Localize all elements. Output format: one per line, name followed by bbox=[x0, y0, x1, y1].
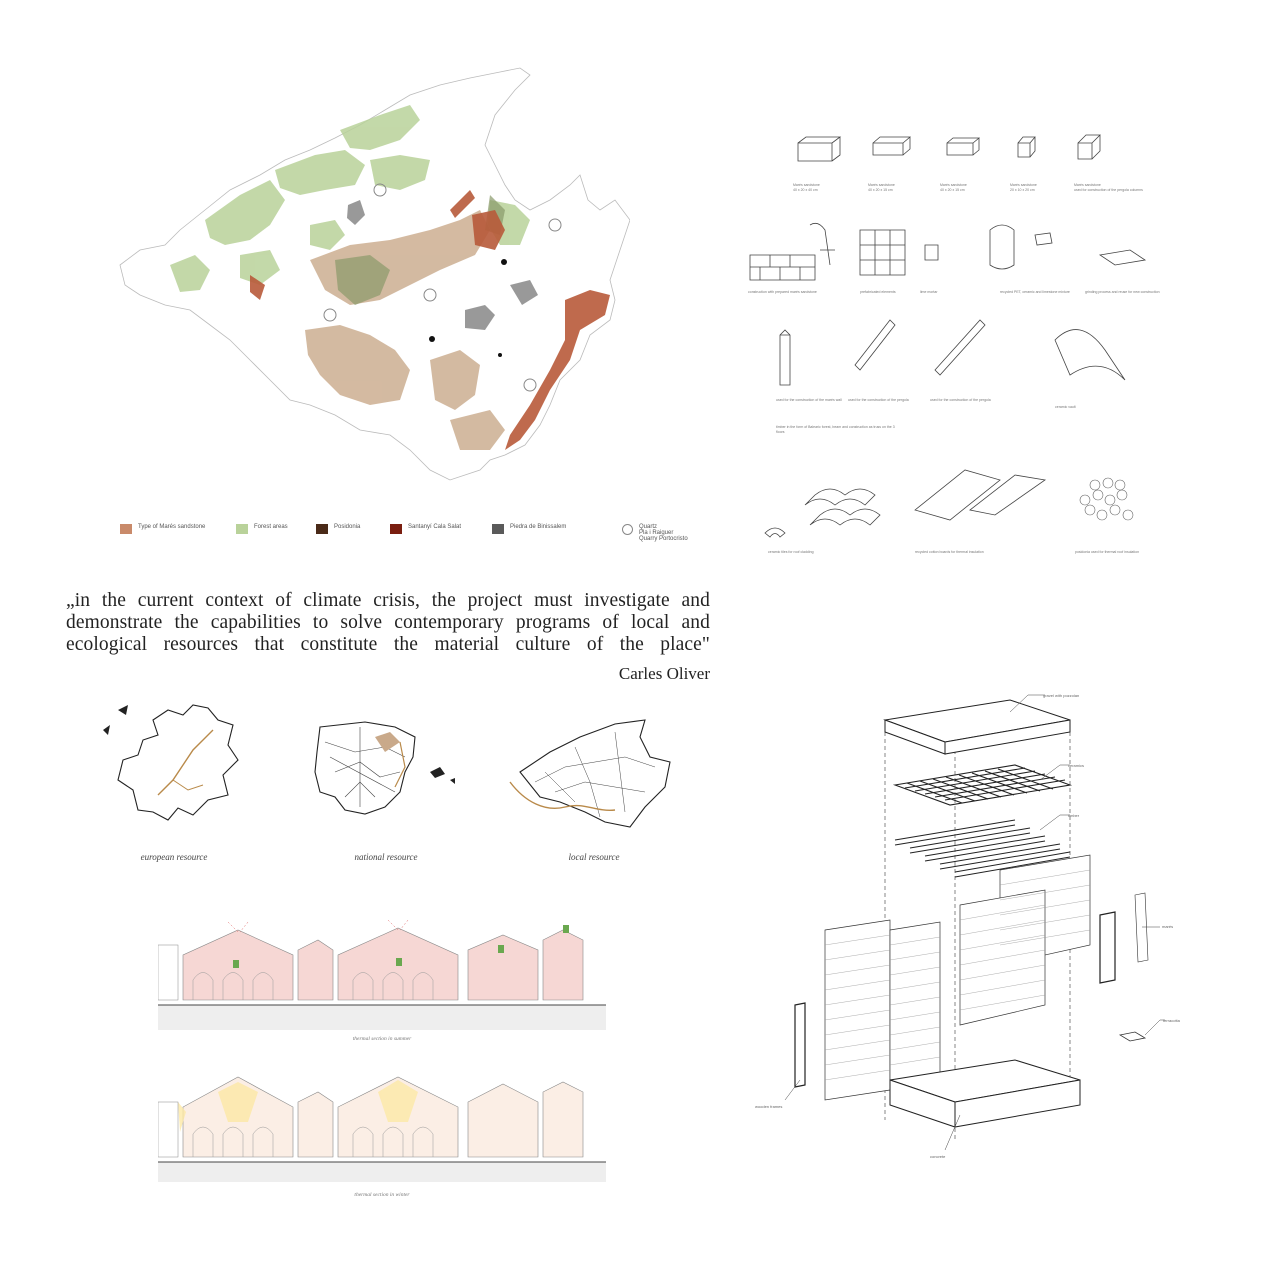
legend-swatch bbox=[236, 524, 248, 534]
quarry-markers bbox=[323, 183, 562, 392]
legend-item-quartz: Quartz Pla i Raiguer Quarry Portocristo bbox=[622, 524, 688, 542]
legend-item-binissalem: Piedra de Binissalem bbox=[492, 524, 566, 540]
legend-label: Quartz bbox=[639, 524, 658, 530]
legend-label: Posidonia bbox=[334, 524, 361, 530]
mallorca-resource-map bbox=[119, 67, 630, 481]
legend-label: Santanyí Cala Salat bbox=[408, 524, 462, 530]
winter-section-caption: thermal section in winter bbox=[354, 1192, 410, 1198]
catalogue-row2-3: lime mortar bbox=[920, 290, 938, 294]
catalogue-row4-3: posidonia used for thermal roof insulati… bbox=[1075, 550, 1140, 554]
catalogue-row3-4: ceramic vault bbox=[1055, 405, 1076, 409]
thermal-section-winter bbox=[158, 1076, 606, 1182]
label-concrete: concrete bbox=[930, 1154, 946, 1159]
legend-item-santanyi: Santanyí Cala Salat bbox=[390, 524, 461, 540]
legend-swatch bbox=[492, 524, 504, 534]
legend-swatch bbox=[120, 524, 132, 534]
legend-label: Piedra de Binissalem bbox=[510, 524, 567, 530]
exploded-axonometric bbox=[784, 694, 1165, 1151]
catalogue-row3-1: used for the construction of the marés w… bbox=[776, 398, 842, 402]
legend-item-forest: Forest areas bbox=[236, 524, 288, 540]
quote-text: „in the current context of climate crisi… bbox=[66, 590, 710, 655]
label-ceramics: ceramics bbox=[1068, 763, 1085, 768]
quote-author: Carles Oliver bbox=[618, 664, 710, 683]
catalogue-row2-5: grinding process and reuse for new const… bbox=[1085, 290, 1160, 294]
local-resource-caption: local resource bbox=[568, 852, 620, 862]
summer-section-caption: thermal section in summer bbox=[352, 1036, 412, 1042]
catalogue-row2-1: construction with prepared marés sandsto… bbox=[748, 290, 817, 294]
catalogue-row4-2: recycled cotton boards for thermal insul… bbox=[915, 550, 984, 554]
binissalem-areas bbox=[347, 200, 538, 330]
label-gravel: gravel with pozzolan bbox=[1043, 693, 1080, 698]
catalogue-row3-note: timber in the form of Balearic forest, b… bbox=[776, 425, 895, 434]
catalogue-row3-2: used for the construction of the pergola bbox=[848, 398, 909, 402]
label-terracotta: terracotta bbox=[1163, 1018, 1180, 1023]
legend-swatch bbox=[316, 524, 328, 534]
legend-label: Forest areas bbox=[254, 524, 288, 530]
european-resource-caption: european resource bbox=[140, 852, 208, 862]
catalogue-row4-1: ceramic tiles for roof cladding bbox=[768, 550, 814, 554]
catalogue-row2-4: recycled PET, ceramic and limestone mixt… bbox=[1000, 290, 1070, 294]
legend-swatch bbox=[390, 524, 402, 534]
santanyi-areas bbox=[250, 190, 610, 450]
legend-item-posidonia: Posidonia bbox=[316, 524, 360, 540]
town-markers bbox=[429, 259, 507, 357]
material-catalogue bbox=[749, 134, 1147, 538]
legend-item-mares: Type of Marés sandstone bbox=[120, 524, 205, 540]
catalogue-row2-2: prefabricated elements bbox=[860, 290, 896, 294]
thermal-section-summer bbox=[158, 919, 606, 1030]
quartz-icon bbox=[622, 524, 633, 535]
label-wooden-frames: wooden frames bbox=[755, 1104, 783, 1109]
national-resource-map bbox=[314, 721, 455, 815]
legend-label: Type of Marés sandstone bbox=[138, 524, 206, 530]
local-resource-map bbox=[509, 719, 671, 828]
legend-extra: Pla i Raiguer Quarry Portocristo bbox=[639, 530, 688, 542]
label-mares: marés bbox=[1162, 924, 1174, 929]
label-timber: timber bbox=[1068, 813, 1080, 818]
european-resource-map bbox=[103, 704, 239, 821]
national-resource-caption: national resource bbox=[354, 852, 418, 862]
catalogue-row3-3: used for the construction of the pergola bbox=[930, 398, 991, 402]
